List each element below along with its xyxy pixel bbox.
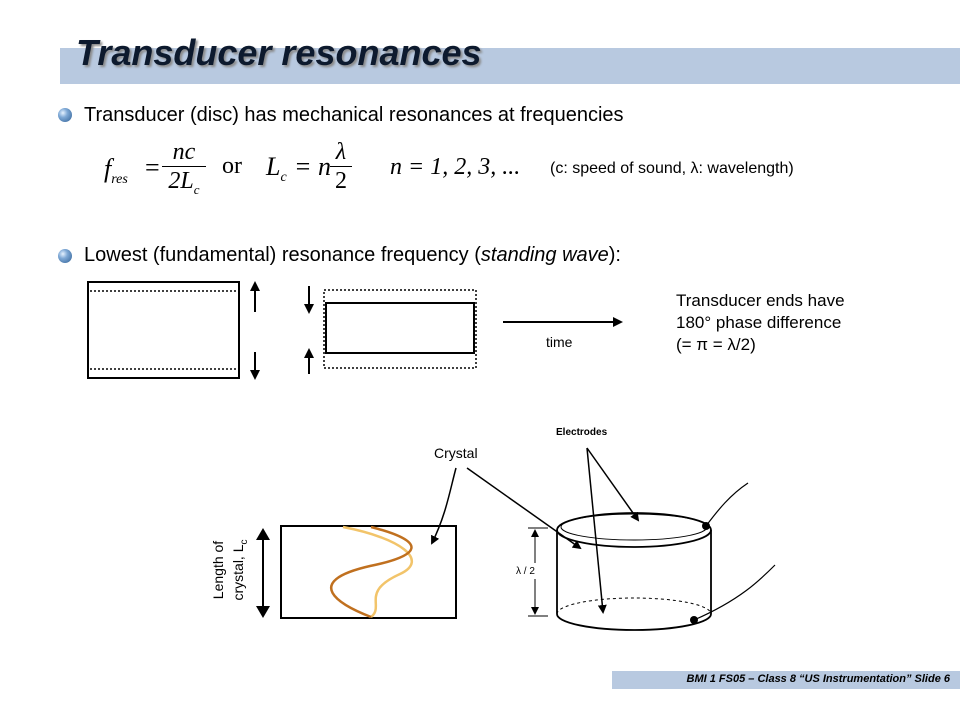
two-denominator: 2 bbox=[335, 168, 347, 194]
bullet2-text-pre: Lowest (fundamental) resonance frequency… bbox=[84, 244, 481, 266]
L-subscript: c bbox=[280, 170, 287, 186]
or-text: or bbox=[222, 153, 242, 179]
standing-wave-light bbox=[342, 525, 414, 618]
electrode-pointer bbox=[586, 447, 640, 522]
standing-wave-dark bbox=[330, 525, 413, 619]
time-label: time bbox=[546, 334, 573, 350]
f-subscript: res bbox=[111, 172, 128, 188]
electrode-pointer bbox=[586, 447, 607, 614]
equals-sign: = bbox=[145, 153, 160, 182]
fraction-denominator: 2L bbox=[168, 168, 194, 194]
f-symbol: f bbox=[104, 154, 112, 183]
transducer-compressed bbox=[325, 302, 475, 354]
fraction-numerator: nc bbox=[162, 138, 206, 167]
cylinder-bottom bbox=[556, 613, 712, 631]
length-line-2: crystal, L bbox=[230, 544, 246, 601]
crystal-label: Crystal bbox=[434, 445, 478, 461]
slide-footer: BMI 1 FS05 – Class 8 “US Instrumentation… bbox=[686, 673, 950, 685]
bullet-resonances: Transducer (disc) has mechanical resonan… bbox=[84, 104, 624, 126]
equals-n: = n bbox=[294, 152, 332, 181]
fraction-nc-2lc: nc 2Lc bbox=[162, 138, 206, 204]
bullet-fundamental: Lowest (fundamental) resonance frequency… bbox=[84, 244, 621, 267]
length-subscript: c bbox=[238, 539, 250, 545]
title-bar bbox=[60, 48, 960, 84]
footer-bar bbox=[612, 671, 960, 689]
n-range: n = 1, 2, 3, ... bbox=[390, 154, 521, 180]
length-line-1: Length of bbox=[210, 540, 226, 600]
L-symbol: L bbox=[266, 152, 281, 181]
wire-bottom bbox=[693, 564, 776, 621]
denominator-subscript: c bbox=[193, 181, 200, 197]
bullet2-text-post: ): bbox=[608, 244, 621, 266]
crystal-box bbox=[280, 525, 457, 619]
electrodes-label: Electrodes bbox=[556, 427, 608, 438]
bullet2-text-emphasis: standing wave bbox=[480, 244, 609, 266]
transducer-rest-outline bbox=[323, 289, 477, 369]
bullet-icon bbox=[58, 249, 72, 263]
bullet-icon bbox=[58, 108, 72, 122]
lambda-half-label: λ / 2 bbox=[516, 566, 535, 577]
variables-note: (c: speed of sound, λ: wavelength) bbox=[550, 160, 794, 177]
phase-line-2: 180° phase difference bbox=[676, 313, 842, 332]
cylinder-top-inner bbox=[560, 513, 708, 541]
crystal-pointer bbox=[431, 467, 457, 545]
phase-line-3: (= π = λ/2) bbox=[676, 335, 756, 354]
phase-line-1: Transducer ends have bbox=[676, 291, 845, 310]
wire-top bbox=[705, 482, 749, 527]
lambda-numerator: λ bbox=[330, 138, 352, 167]
transducer-expanded bbox=[87, 281, 240, 379]
slide-title: Transducer resonances bbox=[76, 32, 482, 73]
crystal-length-label: Length of crystal, Lc bbox=[208, 470, 252, 670]
phase-note: Transducer ends have 180° phase differen… bbox=[676, 290, 845, 356]
fraction-lambda-2: λ 2 bbox=[330, 138, 352, 195]
